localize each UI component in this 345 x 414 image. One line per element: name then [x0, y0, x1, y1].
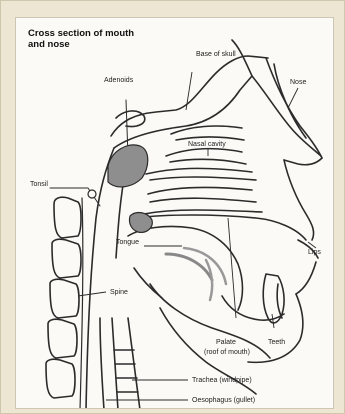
oesophagus-wall — [100, 318, 104, 409]
turbinate-3b — [150, 177, 256, 180]
leader-base-of-skull — [186, 72, 192, 110]
turbinate-2b — [170, 159, 246, 164]
tonsil-shape — [129, 213, 152, 233]
tonsil-dot — [88, 190, 96, 198]
nose-bridge — [266, 58, 322, 158]
lower-lip — [296, 262, 316, 294]
nose-underside — [284, 158, 322, 165]
anatomy-drawing: Base of skull Adenoids Nose Nasal cavity… — [16, 18, 334, 409]
diagram-panel: Cross section of mouth and nose — [15, 17, 334, 409]
tongue-curve-2 — [184, 248, 226, 284]
pharynx-wall — [86, 148, 114, 409]
vertebra-1 — [54, 197, 81, 238]
tongue-outline — [128, 226, 243, 310]
turbinate-2 — [166, 149, 242, 156]
turbinate-5 — [144, 210, 262, 214]
vertebra-3 — [50, 279, 79, 318]
label-lips: Lips — [308, 249, 321, 256]
skull-base-outline — [111, 56, 268, 136]
vertebra-4 — [48, 319, 77, 358]
label-nasal-cavity: Nasal cavity — [188, 141, 226, 148]
label-palate: Palate — [216, 339, 236, 346]
tooth-lower — [277, 284, 282, 318]
label-tonsil: Tonsil — [30, 181, 48, 188]
epiglottis — [134, 268, 162, 298]
turbinate-3 — [146, 168, 252, 174]
turbinate-4b — [150, 198, 256, 202]
vertebra-5 — [46, 359, 75, 398]
tongue-curve-1 — [166, 254, 212, 280]
turbinate-4 — [148, 187, 252, 194]
label-teeth: Teeth — [268, 339, 285, 346]
turbinate-1b — [176, 137, 244, 140]
adenoid-shape — [108, 145, 148, 187]
tongue-curve-3 — [206, 260, 212, 300]
label-nose: Nose — [290, 79, 306, 86]
jaw-inner — [222, 296, 284, 320]
forehead-outline — [232, 40, 321, 156]
label-tongue: Tongue — [116, 239, 139, 246]
leader-nose — [288, 88, 298, 108]
label-oesophagus: Oesophagus (gullet) — [192, 397, 255, 404]
leader-teeth — [272, 314, 274, 328]
chin — [248, 294, 303, 362]
label-spine: Spine — [110, 289, 128, 296]
label-base-of-skull: Base of skull — [196, 51, 236, 58]
skull-base-inner — [114, 76, 252, 148]
leader-palate — [228, 218, 236, 318]
vertebra-2 — [52, 239, 81, 278]
label-adenoids: Adenoids — [104, 77, 134, 84]
label-palate-note: (roof of mouth) — [204, 349, 250, 356]
label-trachea: Trachea (windpipe) — [192, 377, 252, 384]
upper-lip — [284, 160, 314, 240]
